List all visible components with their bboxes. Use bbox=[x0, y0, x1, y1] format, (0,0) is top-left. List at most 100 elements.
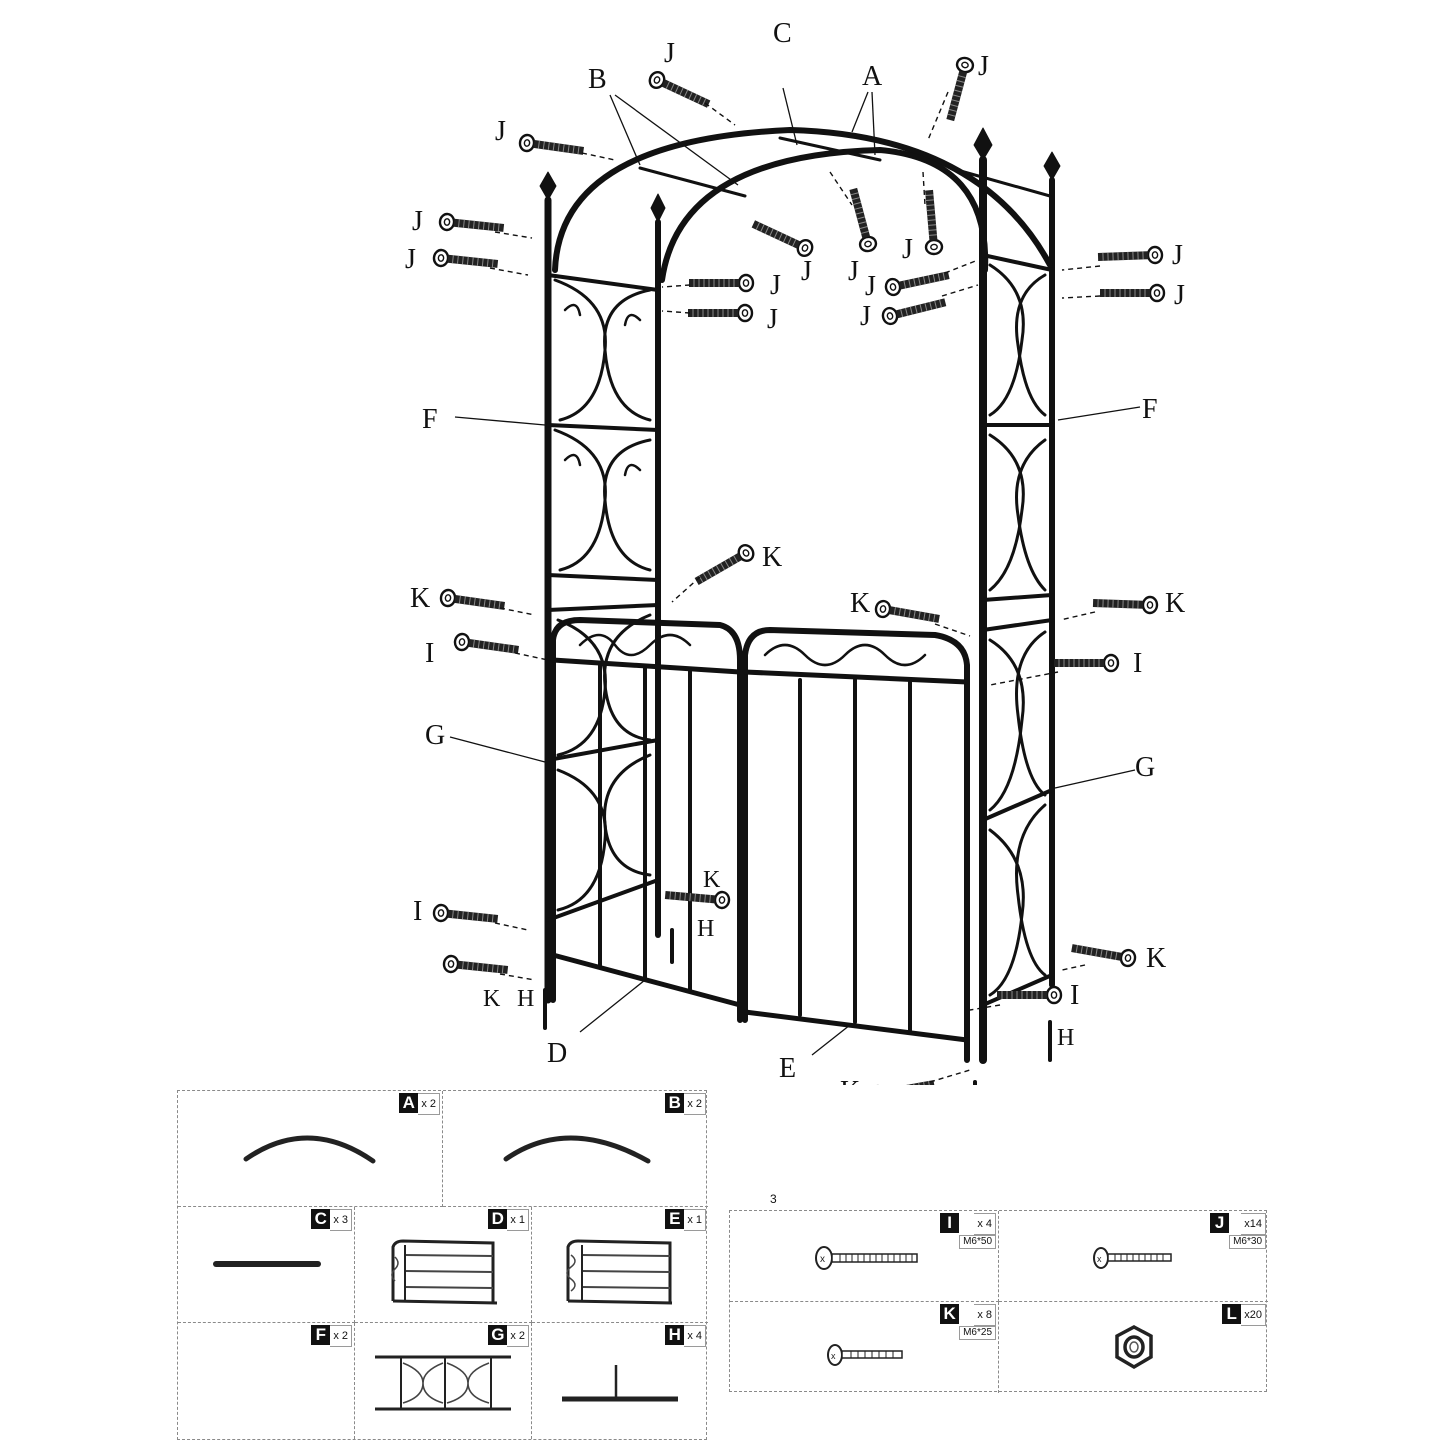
hardware-cell-j: J x14 M6*30 x bbox=[999, 1211, 1268, 1302]
part-quantity: x 2 bbox=[684, 1093, 706, 1115]
label-h: H bbox=[1057, 1025, 1074, 1051]
part-cell-a: A x 2 bbox=[178, 1091, 443, 1207]
part-letter: B bbox=[665, 1093, 685, 1113]
hardware-spec: M6*50 bbox=[959, 1235, 996, 1249]
gate-e-icon bbox=[566, 1239, 673, 1305]
hardware-cell-l: L x20 bbox=[999, 1302, 1268, 1393]
hardware-tag: I x 4 M6*50 bbox=[940, 1213, 996, 1249]
bolt-j-icon bbox=[844, 185, 879, 255]
part-tag: H x 4 bbox=[665, 1325, 706, 1347]
curved-rail-b-icon bbox=[503, 1135, 651, 1164]
label-j: J bbox=[405, 244, 416, 275]
label-j: J bbox=[865, 271, 876, 302]
gate-d-icon bbox=[391, 1239, 498, 1305]
part-quantity: x 2 bbox=[507, 1325, 529, 1347]
hardware-quantity: x 4 bbox=[974, 1213, 996, 1235]
hardware-spec: M6*30 bbox=[1229, 1235, 1266, 1249]
hardware-spec: M6*25 bbox=[959, 1326, 996, 1340]
hex-nut-icon bbox=[1115, 1325, 1153, 1370]
label-j: J bbox=[495, 116, 506, 147]
hardware-letter: J bbox=[1210, 1213, 1230, 1233]
bolt-k-icon bbox=[438, 587, 507, 616]
label-j: J bbox=[978, 51, 989, 82]
part-letter: D bbox=[488, 1209, 508, 1229]
hardware-quantity: x14 bbox=[1241, 1213, 1266, 1235]
bolt-j-icon bbox=[686, 303, 754, 323]
label-k: K bbox=[483, 986, 501, 1012]
dashed-connectors bbox=[489, 91, 1101, 1083]
curved-rail-a-icon bbox=[243, 1135, 376, 1164]
label-j: J bbox=[770, 270, 781, 301]
svg-text:x: x bbox=[820, 1254, 825, 1265]
svg-text:x: x bbox=[831, 1351, 836, 1361]
bolt-k-icon bbox=[873, 598, 942, 628]
label-f: F bbox=[422, 404, 438, 435]
hardware-panel: I x 4 M6*50 x J x14 M6*30 x bbox=[729, 1210, 1268, 1393]
bolt-i-icon bbox=[995, 985, 1063, 1005]
part-quantity: x 4 bbox=[684, 1325, 706, 1347]
part-tag: F x 2 bbox=[311, 1325, 352, 1347]
part-tag: D x 1 bbox=[488, 1209, 529, 1231]
part-labels: C A B J J J J J J J J J J J J J J F F K … bbox=[405, 18, 1185, 1085]
bolt-i-icon bbox=[432, 903, 500, 929]
long-bolt-icon: x bbox=[815, 1246, 918, 1270]
bolt-j-icon bbox=[748, 215, 816, 260]
arch-assembly-diagram: C A B J J J J J J J J J J J J J J F F K … bbox=[405, 18, 1185, 1085]
svg-text:x: x bbox=[1097, 1254, 1102, 1264]
part-cell-e: E x 1 bbox=[532, 1207, 708, 1323]
part-cell-f: F x 2 bbox=[178, 1323, 355, 1439]
bolt-j-icon bbox=[883, 266, 952, 298]
hardware-quantity: x20 bbox=[1241, 1304, 1266, 1326]
part-tag: B x 2 bbox=[665, 1093, 706, 1115]
label-j: J bbox=[1172, 240, 1183, 271]
bolt-i-icon bbox=[1052, 653, 1120, 673]
label-j: J bbox=[1174, 280, 1185, 311]
label-j: J bbox=[848, 256, 859, 287]
bolt-k-icon bbox=[442, 954, 510, 980]
part-cell-c: C x 3 bbox=[178, 1207, 355, 1323]
label-j: J bbox=[902, 234, 913, 265]
label-k: K bbox=[850, 588, 870, 619]
label-g: G bbox=[1135, 752, 1155, 783]
hardware-tag: K x 8 M6*25 bbox=[940, 1304, 996, 1340]
label-h: H bbox=[517, 986, 534, 1012]
part-letter: F bbox=[311, 1325, 331, 1345]
bolt-i-icon bbox=[452, 631, 521, 660]
part-letter: G bbox=[488, 1325, 508, 1345]
bolt-k-icon bbox=[1069, 939, 1138, 969]
part-quantity: x 2 bbox=[418, 1093, 440, 1115]
hardware-cell-i: I x 4 M6*50 x bbox=[730, 1211, 999, 1302]
bolt-j-icon bbox=[438, 212, 506, 238]
bolt-j-icon bbox=[517, 132, 586, 161]
bolt-k-icon bbox=[1091, 593, 1159, 615]
parts-list-panel: A x 2 B x 2 C x 3 D x 1 bbox=[177, 1090, 708, 1440]
side-panel-g-icon bbox=[375, 1355, 511, 1411]
part-letter: H bbox=[665, 1325, 685, 1345]
stray-mark: 3 bbox=[770, 1192, 777, 1206]
label-g: G bbox=[425, 720, 445, 751]
part-tag: C x 3 bbox=[311, 1209, 352, 1231]
label-e: E bbox=[779, 1053, 796, 1084]
part-quantity: x 2 bbox=[330, 1325, 352, 1347]
bolt-icon: x bbox=[1093, 1247, 1172, 1269]
bolt-j-icon bbox=[941, 54, 976, 124]
bolt-j-icon bbox=[1098, 283, 1166, 303]
part-cell-g: G x 2 bbox=[355, 1323, 532, 1439]
bolt-k-icon bbox=[691, 541, 758, 590]
part-letter: E bbox=[665, 1209, 685, 1229]
label-k: K bbox=[840, 1076, 860, 1085]
straight-bar-icon bbox=[213, 1261, 321, 1267]
short-bolt-icon: x bbox=[827, 1344, 903, 1366]
label-c: C bbox=[773, 18, 792, 49]
part-quantity: x 1 bbox=[684, 1209, 706, 1231]
bolt-j-icon bbox=[687, 273, 755, 293]
part-cell-b: B x 2 bbox=[443, 1091, 708, 1207]
label-k: K bbox=[1165, 588, 1185, 619]
label-b: B bbox=[588, 64, 607, 95]
label-i: I bbox=[425, 638, 434, 669]
bolt-j-icon bbox=[432, 248, 500, 274]
label-h: H bbox=[697, 916, 714, 942]
label-i: I bbox=[413, 896, 422, 927]
leader-lines bbox=[449, 87, 1141, 1056]
label-i: I bbox=[1070, 980, 1079, 1011]
